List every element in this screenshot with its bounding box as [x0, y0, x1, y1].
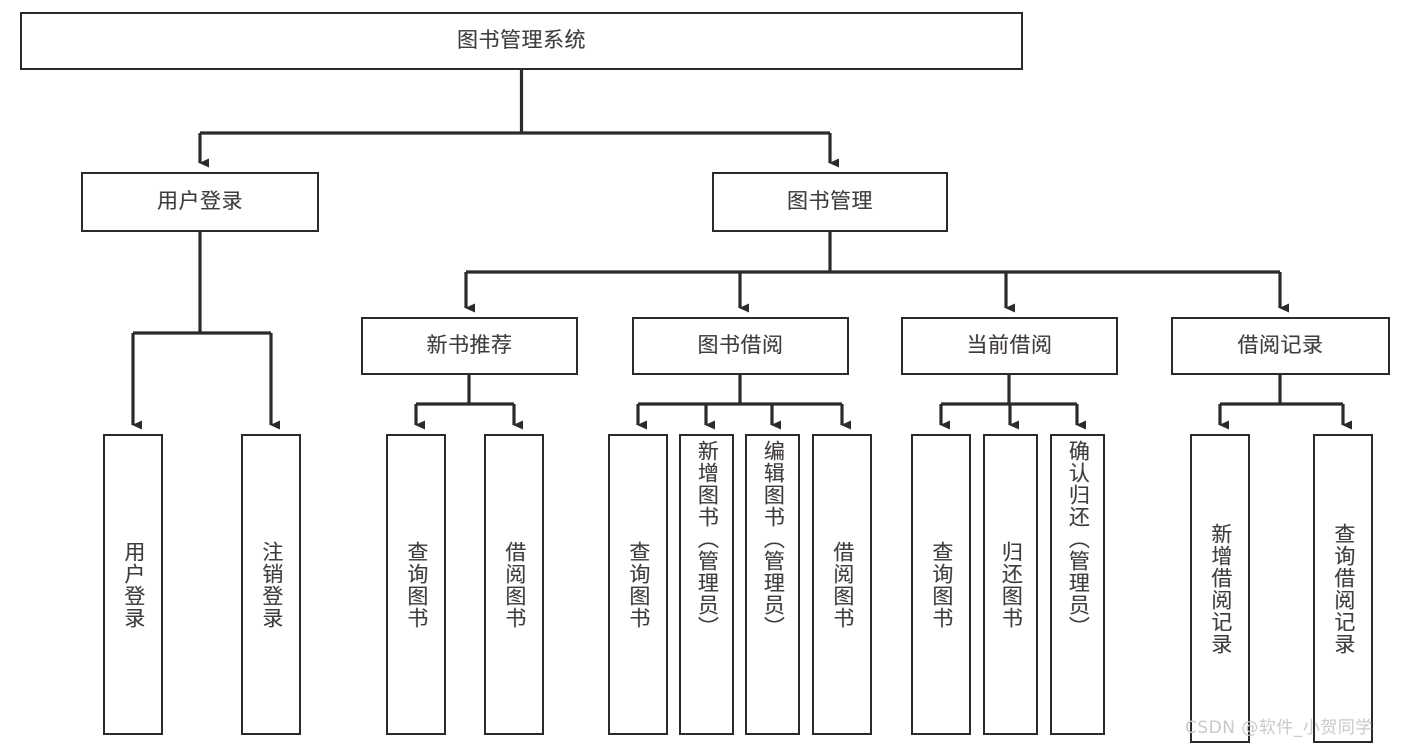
- node-new-book-recommend-label: 新书推荐: [426, 333, 513, 358]
- node-borrow-record[interactable]: 借阅记录: [1171, 317, 1390, 375]
- leaf-current-return-book[interactable]: 归还图书: [983, 434, 1038, 735]
- leaf-borrow-add-book-admin[interactable]: 新增图书（管理员）: [679, 434, 734, 735]
- node-user-login-label: 用户登录: [157, 189, 243, 214]
- leaf-newbook-borrow-book-label: 借阅图书: [502, 540, 527, 629]
- leaf-borrow-lend-book[interactable]: 借阅图书: [812, 434, 872, 735]
- leaf-current-confirm-return-admin[interactable]: 确认归还（管理员）: [1050, 434, 1105, 735]
- leaf-borrow-add-book-admin-label: 新增图书（管理员）: [695, 440, 720, 638]
- leaf-record-query-record-label: 查询借阅记录: [1331, 522, 1356, 655]
- leaf-borrow-lend-book-label: 借阅图书: [830, 540, 855, 629]
- node-borrow-record-label: 借阅记录: [1237, 333, 1324, 358]
- leaf-borrow-edit-book-admin-label: 编辑图书（管理员）: [761, 440, 786, 638]
- leaf-borrow-query-book-label: 查询图书: [626, 540, 651, 629]
- leaf-record-query-record[interactable]: 查询借阅记录: [1313, 434, 1373, 743]
- leaf-current-query-book[interactable]: 查询图书: [911, 434, 971, 735]
- leaf-newbook-query-book-label: 查询图书: [404, 540, 429, 629]
- leaf-borrow-edit-book-admin[interactable]: 编辑图书（管理员）: [745, 434, 800, 735]
- node-current-borrow[interactable]: 当前借阅: [901, 317, 1118, 375]
- node-book-management-label: 图书管理: [787, 189, 873, 214]
- leaf-user-login[interactable]: 用户登录: [103, 434, 163, 735]
- leaf-user-login-label: 用户登录: [121, 540, 146, 629]
- node-book-borrow-label: 图书借阅: [697, 333, 784, 358]
- leaf-newbook-query-book[interactable]: 查询图书: [386, 434, 446, 735]
- leaf-borrow-query-book[interactable]: 查询图书: [608, 434, 668, 735]
- node-new-book-recommend[interactable]: 新书推荐: [361, 317, 578, 375]
- node-root-system[interactable]: 图书管理系统: [20, 12, 1023, 70]
- leaf-user-logout-label: 注销登录: [259, 540, 284, 629]
- leaf-current-return-book-label: 归还图书: [999, 540, 1024, 629]
- leaf-record-add-record-label: 新增借阅记录: [1208, 522, 1233, 655]
- leaf-record-add-record[interactable]: 新增借阅记录: [1190, 434, 1250, 743]
- node-current-borrow-label: 当前借阅: [966, 333, 1053, 358]
- csdn-watermark: CSDN @软件_小贺同学: [1185, 718, 1373, 738]
- node-book-management[interactable]: 图书管理: [712, 172, 948, 232]
- leaf-user-logout[interactable]: 注销登录: [241, 434, 301, 735]
- node-root-system-label: 图书管理系统: [457, 28, 586, 53]
- leaf-current-confirm-return-admin-label: 确认归还（管理员）: [1066, 440, 1091, 638]
- node-book-borrow[interactable]: 图书借阅: [632, 317, 849, 375]
- leaf-newbook-borrow-book[interactable]: 借阅图书: [484, 434, 544, 735]
- leaf-current-query-book-label: 查询图书: [929, 540, 954, 629]
- node-user-login[interactable]: 用户登录: [81, 172, 319, 232]
